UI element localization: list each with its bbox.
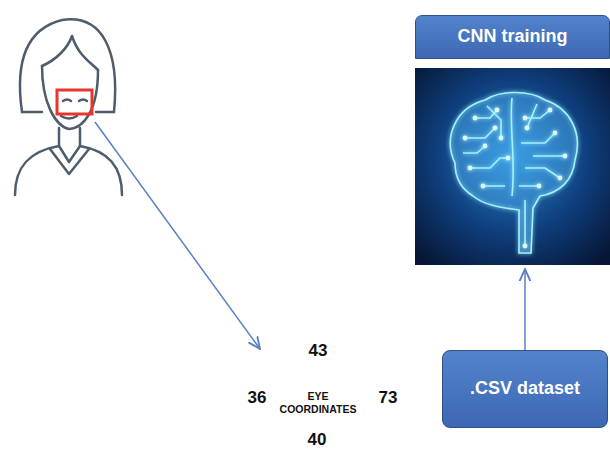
face-outline	[42, 66, 98, 129]
eyes	[63, 100, 87, 102]
process-box: .CSV dataset	[442, 350, 608, 428]
hair-fringe	[42, 36, 98, 70]
axis-caption: EYE COORDINATES	[280, 390, 357, 415]
hair-outline	[20, 19, 115, 112]
coordinate-number: 36	[248, 389, 267, 408]
person-icon	[15, 19, 122, 195]
coordinate-number: 73	[379, 389, 398, 408]
circuit-lines	[463, 104, 565, 246]
image-ground	[415, 68, 610, 265]
box-label: .CSV dataset	[460, 376, 590, 402]
circuit-nodes	[463, 108, 568, 249]
model-panel: CNN training	[415, 15, 610, 265]
brain-image	[415, 68, 610, 265]
mouth	[61, 116, 77, 119]
brain-fissure	[511, 98, 513, 196]
leader-arrow	[95, 122, 260, 349]
collar	[50, 149, 89, 174]
flow-arrow	[524, 269, 526, 350]
brain-circuit	[450, 93, 577, 254]
neck	[59, 128, 80, 146]
coordinate-number: 43	[309, 342, 328, 361]
panel-heading: CNN training	[415, 15, 610, 59]
eye-region-box	[57, 90, 92, 114]
coordinate-number: 40	[308, 431, 327, 450]
shoulders	[15, 146, 122, 195]
brain-outline	[450, 93, 577, 254]
